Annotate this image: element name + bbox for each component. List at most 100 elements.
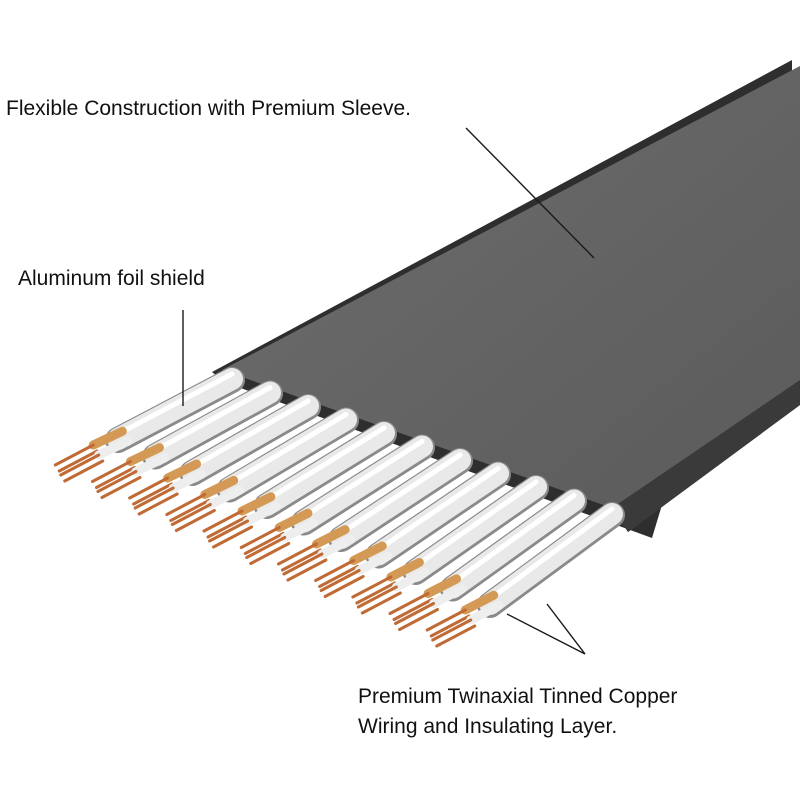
copper-conductor	[398, 608, 440, 631]
foil-highlight	[301, 439, 425, 519]
insulating-layer	[354, 551, 393, 575]
copper-conductor	[276, 542, 318, 566]
foil-highlight	[375, 466, 501, 552]
copper-conductor	[208, 519, 250, 543]
insulating-layer	[125, 443, 164, 466]
copper-conductor	[249, 542, 291, 565]
copper-conductor	[429, 614, 471, 638]
copper-conductor	[356, 585, 398, 609]
insulating-layer	[243, 502, 281, 526]
copper-conductor	[59, 453, 101, 477]
wiring-leader-line-1	[506, 613, 586, 655]
twinax-wire-pair-icon	[239, 434, 435, 565]
copper-conductor	[280, 548, 322, 572]
foil-shield	[293, 435, 433, 533]
twinax-wire-pair-icon	[53, 367, 245, 483]
foil-shield	[181, 395, 319, 483]
foil-shield	[441, 489, 585, 599]
copper-conductor	[132, 482, 174, 506]
copper-conductor	[314, 559, 356, 582]
foil-shield-label: Aluminum foil shield	[18, 267, 205, 290]
copper-conductor	[245, 536, 287, 559]
copper-conductor	[128, 476, 170, 500]
twinax-wire-pair-icon	[388, 488, 587, 631]
twinax-wire-pair-icon	[165, 407, 359, 532]
insulating-layer	[274, 508, 313, 532]
twinax-wire-pair-icon	[276, 448, 473, 582]
twinax-wire-pair-icon	[351, 475, 549, 615]
wire-pairs	[53, 367, 625, 648]
foil-shield	[404, 476, 547, 582]
foil-highlight	[487, 506, 615, 602]
foil-highlight	[152, 385, 273, 453]
foil-highlight	[189, 398, 311, 470]
copper-conductor	[202, 509, 244, 533]
copper-conductor	[137, 492, 179, 516]
wiring-label-line-1: Premium Twinaxial Tinned Copper	[358, 685, 678, 708]
insulating-layer	[237, 492, 276, 516]
copper-conductor	[360, 591, 402, 615]
insulating-layer	[168, 469, 207, 493]
wiring-label-line-2: Wiring and Insulating Layer.	[358, 715, 618, 738]
copper-conductor	[133, 486, 175, 510]
insulating-layer	[423, 574, 462, 598]
insulating-layer	[200, 475, 239, 499]
twinax-wire-pair-icon	[128, 394, 321, 516]
copper-conductor	[431, 618, 473, 642]
copper-conductor	[286, 558, 328, 582]
foil-highlight	[338, 452, 463, 536]
copper-conductor	[351, 575, 393, 599]
insulating-layer	[349, 541, 387, 565]
copper-conductor	[212, 525, 254, 549]
foil-shield	[367, 462, 509, 566]
copper-conductor	[435, 624, 477, 648]
twinax-wire-pair-icon	[202, 421, 397, 549]
copper-conductor	[355, 581, 397, 605]
twinax-wire-pair-icon	[314, 461, 511, 598]
copper-conductor	[165, 493, 207, 516]
twinax-wire-pair-icon	[425, 502, 625, 648]
wiring-label: Premium Twinaxial Tinned Copper Wiring a…	[358, 682, 677, 742]
insulating-layer	[88, 426, 127, 450]
copper-conductor	[94, 466, 136, 489]
leader-lines	[182, 127, 595, 655]
insulating-layer	[311, 525, 350, 549]
insulating-layer	[205, 485, 244, 509]
copper-conductor	[394, 602, 436, 625]
copper-conductor	[96, 470, 138, 493]
copper-conductor	[318, 565, 360, 588]
insulating-layer	[386, 557, 424, 582]
sleeve-end-edge	[612, 380, 800, 532]
foil-shield	[107, 368, 243, 450]
copper-conductor	[425, 608, 467, 632]
copper-conductor	[392, 598, 434, 621]
sleeve-label: Flexible Construction with Premium Sleev…	[6, 97, 411, 120]
insulating-layer	[317, 535, 356, 559]
foil-highlight	[450, 493, 577, 585]
copper-conductor	[388, 592, 430, 615]
flat-cable-sleeve-icon	[222, 66, 800, 532]
insulating-layer	[280, 518, 319, 542]
foil-highlight	[115, 371, 235, 437]
foil-shield	[255, 422, 395, 516]
copper-conductor	[100, 476, 142, 499]
copper-conductor	[90, 460, 132, 483]
foil-highlight	[264, 425, 387, 503]
foil-shield	[479, 503, 623, 615]
copper-conductor	[174, 509, 216, 532]
copper-conductor	[239, 526, 281, 549]
insulating-layer	[163, 459, 202, 483]
insulating-layer	[391, 567, 430, 592]
copper-conductor	[169, 499, 211, 522]
copper-conductor	[243, 532, 285, 555]
insulating-layer	[460, 590, 499, 615]
sleeve-leader-line	[465, 127, 595, 259]
insulating-layer	[466, 600, 504, 625]
foil-shield	[218, 408, 357, 500]
insulating-layer	[429, 584, 467, 608]
copper-conductor	[170, 503, 212, 526]
twinax-wire-pair-icon	[90, 380, 283, 499]
copper-conductor	[319, 569, 361, 592]
copper-conductor	[206, 515, 248, 539]
